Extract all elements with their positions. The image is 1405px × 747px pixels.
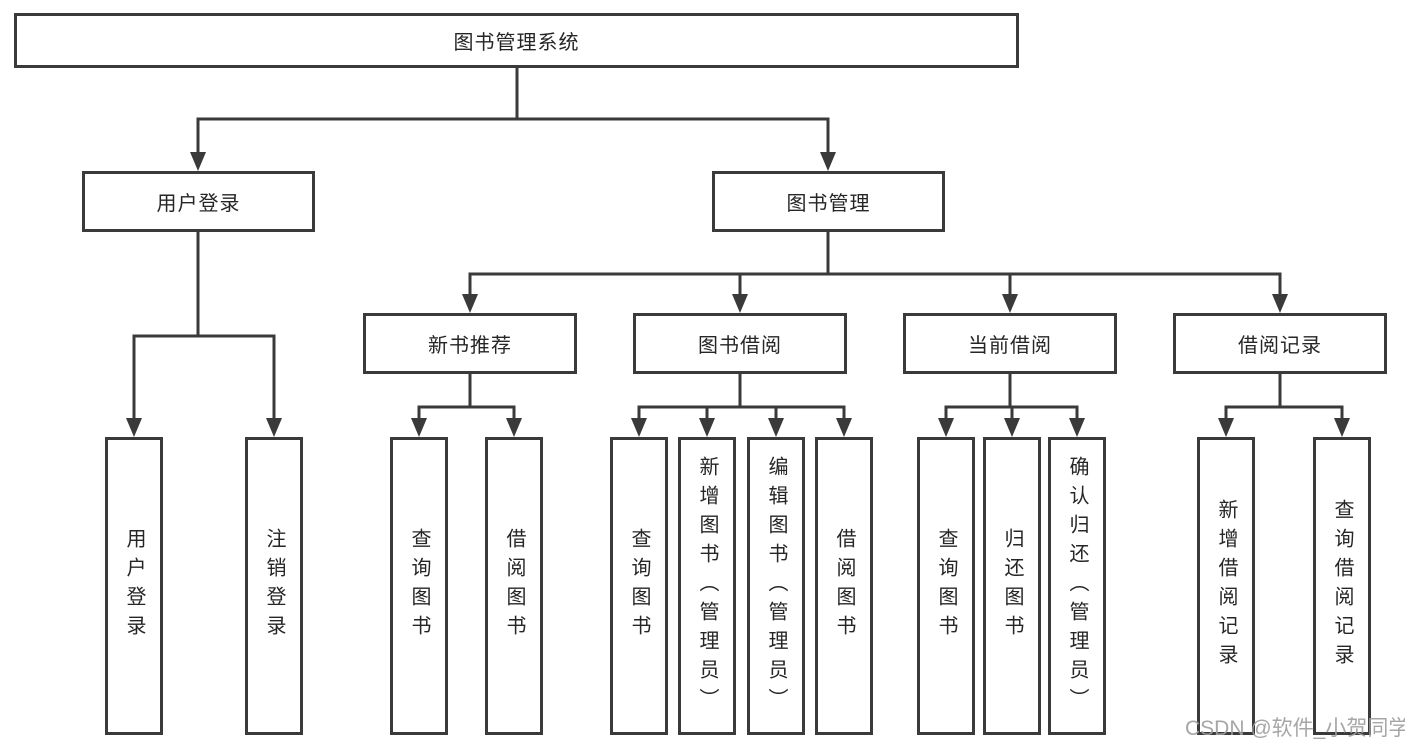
node-return-book: 归还图书: [983, 437, 1041, 735]
arrow-head: [1218, 418, 1234, 437]
arrow-head: [938, 418, 954, 437]
arrow-head: [732, 294, 748, 313]
arrow-head: [836, 418, 852, 437]
node-query-book-current: 查询图书: [917, 437, 975, 735]
arrow-head: [190, 152, 206, 171]
arrow-head: [1002, 294, 1018, 313]
arrow-head: [820, 152, 836, 171]
node-borrow-book: 借阅图书: [815, 437, 873, 735]
arrow-head: [1272, 294, 1288, 313]
node-query-book-borrow: 查询图书: [610, 437, 668, 735]
node-borrow-book-recommend: 借阅图书: [485, 437, 543, 735]
node-new-book-recommend: 新书推荐: [363, 313, 577, 374]
connector-book-mgmt: [468, 232, 1282, 300]
arrow-head: [631, 418, 647, 437]
connector-book-borrow: [637, 373, 846, 424]
connector-current-borrow: [944, 373, 1079, 424]
node-logout: 注销登录: [245, 437, 303, 735]
arrow-head: [266, 418, 282, 437]
arrow-heads: [126, 152, 1350, 437]
node-book-borrow: 图书借阅: [633, 313, 847, 374]
node-user-login: 用户登录: [82, 171, 315, 232]
node-login: 用户登录: [105, 437, 163, 735]
node-current-borrow: 当前借阅: [903, 313, 1117, 374]
arrow-head: [506, 418, 522, 437]
arrow-head: [699, 418, 715, 437]
arrow-head: [462, 294, 478, 313]
node-query-book-recommend: 查询图书: [390, 437, 448, 735]
arrow-head: [1069, 418, 1085, 437]
arrow-head: [768, 418, 784, 437]
arrow-head: [1004, 418, 1020, 437]
node-query-borrow-record: 查询借阅记录: [1313, 437, 1371, 735]
node-confirm-return-admin: 确认归还（管理员）: [1048, 437, 1106, 735]
arrow-head: [126, 418, 142, 437]
node-add-book-admin: 新增图书（管理员）: [678, 437, 736, 735]
connector-borrow-records: [1224, 373, 1344, 424]
connector-user-login: [132, 232, 276, 424]
connector-new-book-rec: [417, 373, 516, 424]
node-book-management: 图书管理: [712, 171, 945, 232]
csdn-watermark: CSDN @软件_小贺同学: [1185, 717, 1405, 740]
node-root: 图书管理系统: [14, 13, 1019, 68]
node-add-borrow-record: 新增借阅记录: [1197, 437, 1255, 735]
node-borrow-records: 借阅记录: [1173, 313, 1387, 374]
node-edit-book-admin: 编辑图书（管理员）: [747, 437, 805, 735]
arrow-head: [1334, 418, 1350, 437]
arrow-head: [411, 418, 427, 437]
connector-root: [196, 68, 830, 156]
